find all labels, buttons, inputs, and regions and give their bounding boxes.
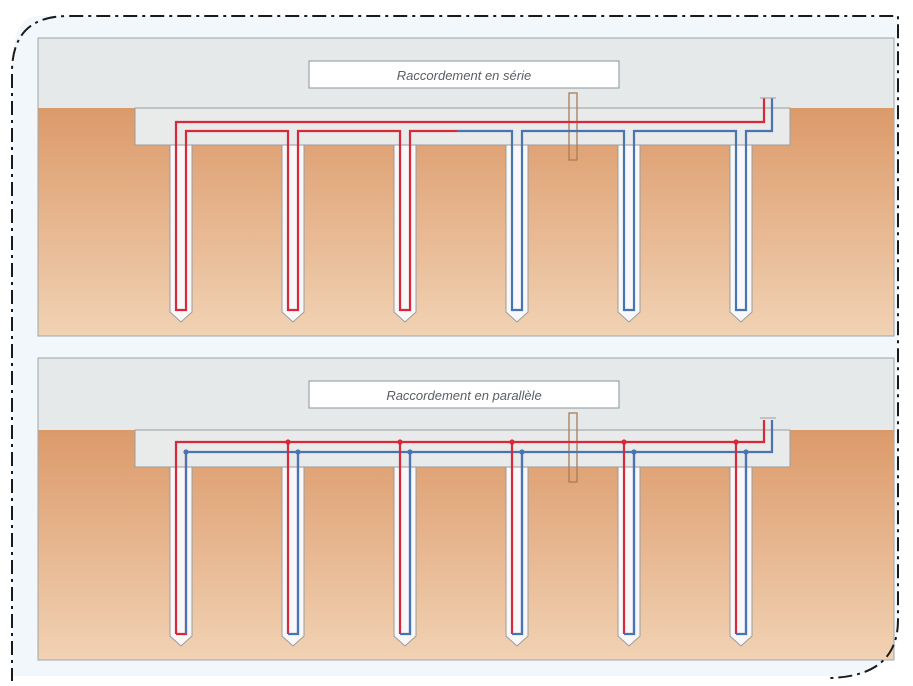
pile-1 bbox=[169, 144, 193, 323]
return-header-blue bbox=[186, 420, 774, 454]
series-label: Raccordement en série bbox=[397, 68, 531, 83]
return-tee-6 bbox=[743, 449, 749, 455]
supply-tee-4 bbox=[509, 439, 515, 445]
supply-tee-3 bbox=[397, 439, 403, 445]
parallel-label-box: Raccordement en parallèle bbox=[308, 380, 620, 409]
supply-pipe-red bbox=[174, 98, 766, 312]
series-connection-panel bbox=[37, 37, 895, 337]
pile-3 bbox=[393, 144, 417, 323]
parallel-label: Raccordement en parallèle bbox=[386, 388, 541, 403]
return-tee-4 bbox=[519, 449, 525, 455]
supply-tee-5 bbox=[621, 439, 627, 445]
return-pipe-blue bbox=[457, 98, 774, 312]
supply-tee-6 bbox=[733, 439, 739, 445]
pile-6 bbox=[729, 466, 753, 647]
series-label-box: Raccordement en série bbox=[308, 60, 620, 89]
wall-sleeve bbox=[568, 92, 578, 161]
pile-2 bbox=[281, 144, 305, 323]
dash-dot-frame bbox=[11, 15, 899, 682]
supply-tee-2 bbox=[285, 439, 291, 445]
pile-5 bbox=[617, 144, 641, 323]
return-tee-3 bbox=[407, 449, 413, 455]
pile-3 bbox=[393, 466, 417, 647]
parallel-connection-panel bbox=[37, 357, 895, 661]
return-tee-1 bbox=[183, 449, 189, 455]
foundation-slab bbox=[134, 107, 791, 146]
pile-1 bbox=[169, 466, 193, 647]
panel-border bbox=[37, 37, 895, 337]
supply-header-red bbox=[174, 420, 766, 634]
pile-4 bbox=[505, 144, 529, 323]
pile-4 bbox=[505, 466, 529, 647]
pile-6 bbox=[729, 144, 753, 323]
return-tee-5 bbox=[631, 449, 637, 455]
pile-5 bbox=[617, 466, 641, 647]
foundation-slab bbox=[134, 429, 791, 468]
return-tee-2 bbox=[295, 449, 301, 455]
pile-2 bbox=[281, 466, 305, 647]
panel-border bbox=[37, 357, 895, 661]
wall-sleeve bbox=[568, 412, 578, 483]
